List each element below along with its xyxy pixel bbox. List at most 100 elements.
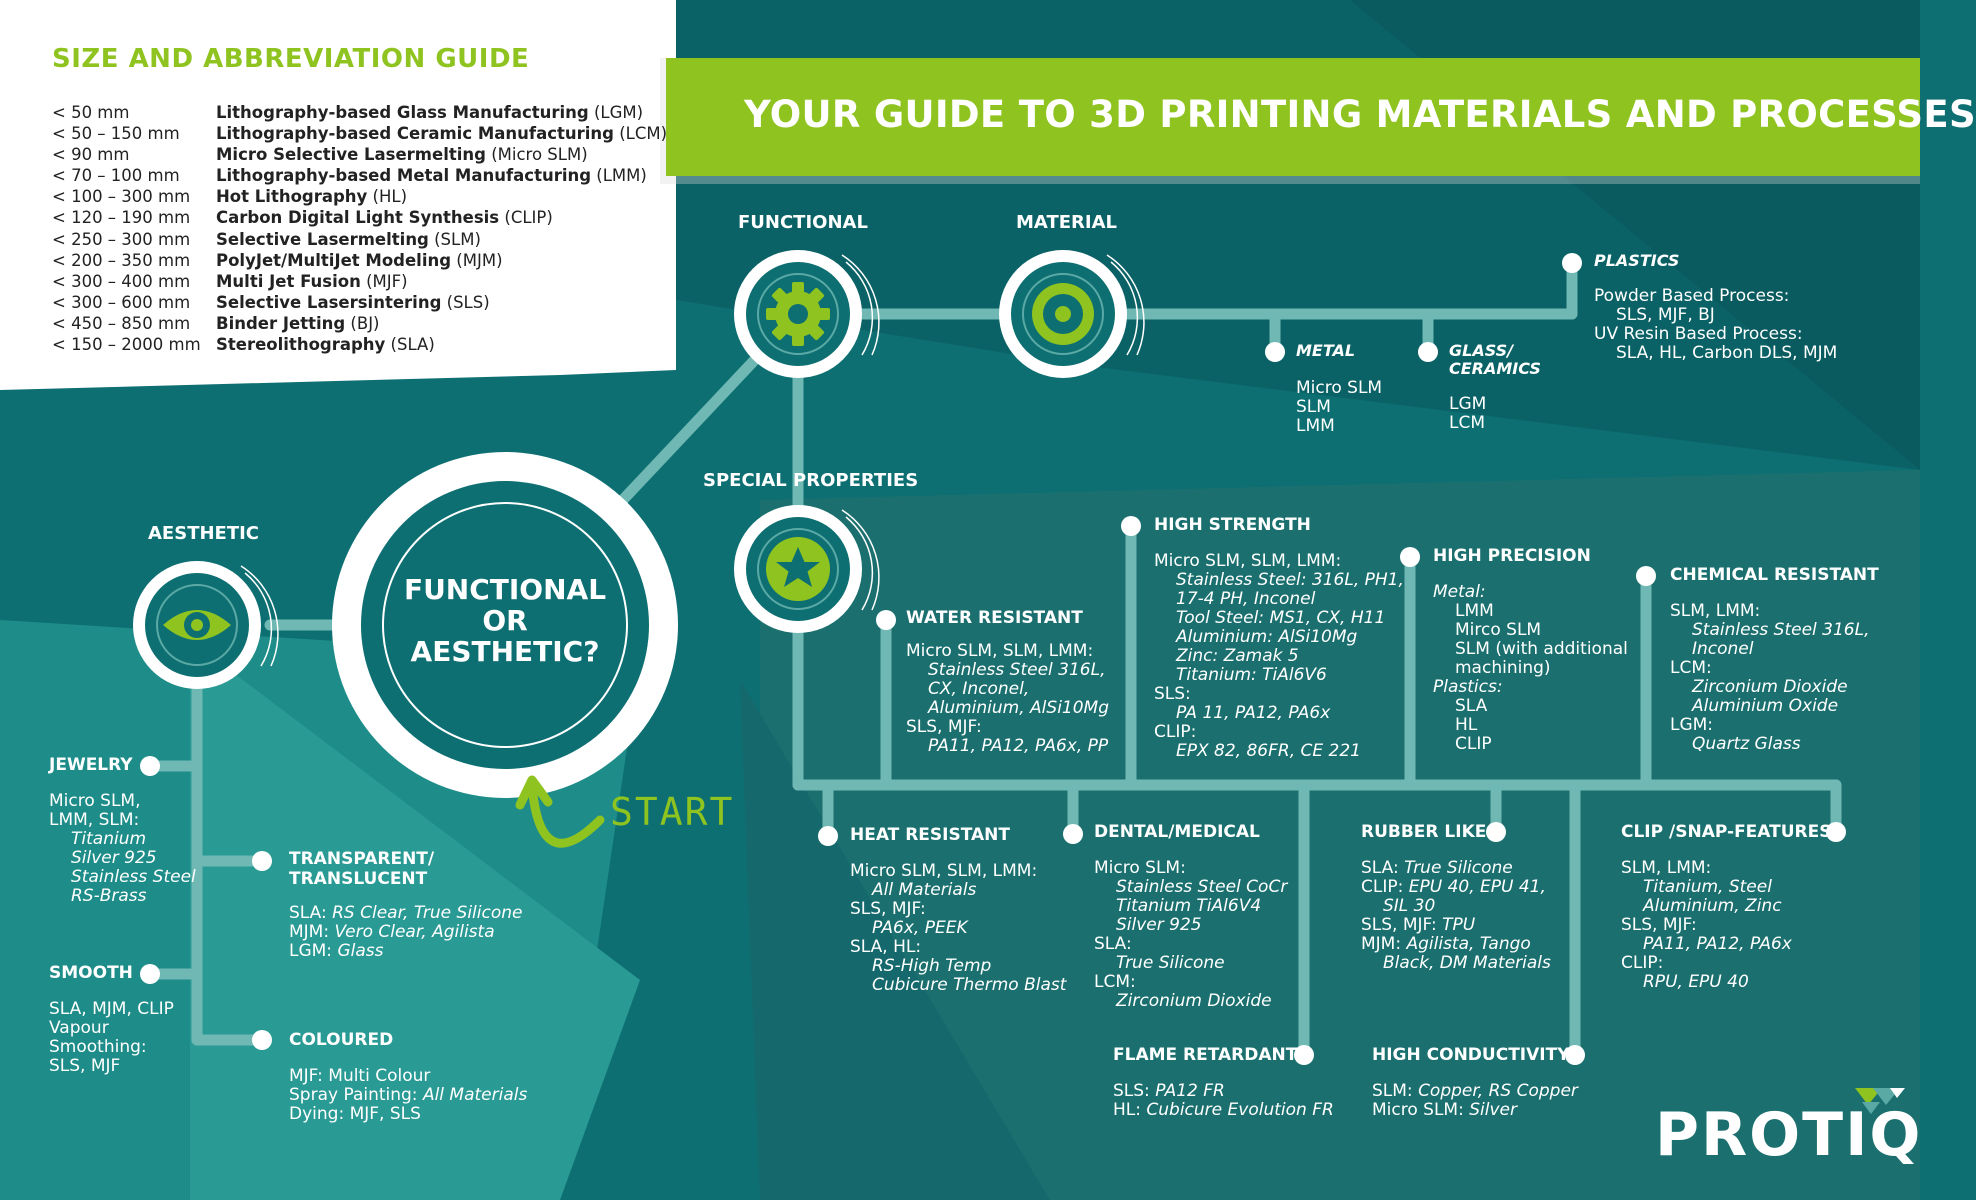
label-material: MATERIAL [1016,212,1117,233]
strength-line: Stainless Steel: 316L, PH1, [1176,570,1404,590]
logo-mark-icon [1855,1088,1905,1114]
jewelry-block: JEWELRY Micro SLM, LMM, SLM: Titanium Si… [49,755,196,906]
node-plastics [1562,253,1582,273]
clip-head: CLIP /SNAP-FEATURES [1621,822,1832,842]
dental-line: Titanium TiAl6V4 [1116,896,1262,916]
rubber-process: SLS, MJF: [1361,915,1443,935]
plastics-line: SLA, HL, Carbon DLS, MJM [1616,343,1838,363]
glass-head-2: CERAMICS [1449,359,1541,378]
jewelry-line: LMM, SLM: [49,810,140,830]
guide-row: < 300 – 600 mm Selective Lasersintering (… [52,292,667,313]
guide-abbreviation: (CLIP) [499,208,553,228]
strength-line: 17-4 PH, Inconel [1176,589,1316,609]
jewelry-line: Stainless Steel [71,867,196,887]
guide-process-name: Binder Jetting [216,313,346,333]
precision-line: Mirco SLM [1455,620,1542,640]
dental-head: DENTAL/MEDICAL [1094,822,1260,842]
guide-size: < 300 – 400 mm [52,271,191,291]
smooth-line: SLS, MJF [49,1056,121,1076]
guide-size: < 300 – 600 mm [52,292,191,312]
chemical-line: Aluminium Oxide [1692,696,1839,716]
water-line: Stainless Steel 316L, [928,660,1106,680]
dental-line: Zirconium Dioxide [1116,991,1272,1011]
water-line: CX, Inconel, [928,679,1030,699]
guide-abbreviation: (HL) [367,187,408,207]
node-water [876,610,896,630]
plastics-line: UV Resin Based Process: [1594,324,1803,344]
start-arrow-icon [515,775,605,848]
guide-size: < 120 – 190 mm [52,208,191,228]
transparent-process: SLA: [289,903,333,923]
guide-abbreviation: (SLS) [441,292,490,312]
guide-abbreviation: (SLA) [385,335,435,355]
label-functional: FUNCTIONAL [738,212,868,233]
plastics-head: PLASTICS [1594,251,1680,270]
rubber-material: Agilista, Tango [1406,934,1531,954]
strength-head: HIGH STRENGTH [1154,515,1311,535]
glass-block: GLASS/ CERAMICS LGM LCM [1449,342,1541,433]
guide-size: < 450 – 850 mm [52,313,191,333]
node-coloured [252,1030,272,1050]
rubber-process: SLA: [1361,858,1405,878]
guide-size: < 90 mm [52,145,130,165]
clip-line: PA11, PA12, PA6x [1643,934,1792,954]
guide-abbreviation: (BJ) [345,313,380,333]
heat-line: Cubicure Thermo Blast [872,975,1067,995]
heat-block: HEAT RESISTANT Micro SLM, SLM, LMM: All … [850,825,1066,995]
heat-line: SLS, MJF: [850,899,926,919]
guide-size: < 50 – 150 mm [52,124,180,144]
guide-abbreviation: (SLM) [428,229,481,249]
transparent-block: TRANSPARENT/ TRANSLUCENT SLA: RS Clear, … [289,849,522,961]
conductivity-process: SLM: [1372,1081,1419,1101]
chemical-line: Zirconium Dioxide [1692,677,1848,697]
center-circle [332,452,678,798]
chemical-line: Inconel [1692,639,1754,659]
flame-process: HL: [1113,1100,1147,1120]
flame-material: Cubicure Evolution FR [1146,1100,1334,1120]
node-heat [818,826,838,846]
smooth-head: SMOOTH [49,963,133,983]
guide-process-name: Selective Lasersintering [216,292,442,312]
coloured-block: COLOURED MJF: Multi Colour Spray Paintin… [289,1030,527,1124]
guide-process-name: PolyJet/MultiJet Modeling [216,250,452,270]
guide-process-name: Lithography-based Ceramic Manufacturing [216,124,614,144]
label-aesthetic: AESTHETIC [148,523,260,544]
dental-line: True Silicone [1116,953,1225,973]
center-line-1: FUNCTIONAL [403,573,607,606]
water-block: WATER RESISTANT Micro SLM, SLM, LMM: Sta… [906,608,1109,756]
heat-head: HEAT RESISTANT [850,825,1010,845]
rubber-process: CLIP: [1361,877,1409,897]
jewelry-line: RS-Brass [71,886,147,906]
clip-line: Titanium, Steel [1643,877,1772,897]
protiq-logo: PROTIQ [1655,1100,1923,1170]
heat-line: Micro SLM, SLM, LMM: [850,861,1038,881]
metal-line: LMM [1296,416,1335,436]
gear-icon [766,282,830,346]
start-label: START [610,790,735,834]
plastics-block: PLASTICS Powder Based Process: SLS, MJF,… [1594,252,1837,363]
conductivity-process: Micro SLM: [1372,1100,1470,1120]
dental-line: LCM: [1094,972,1136,992]
rubber-block: RUBBER LIKE SLA: True Silicone CLIP: EPU… [1361,822,1551,973]
guide-process-name: Stereolithography [216,335,386,355]
flame-process: SLS: [1113,1081,1156,1101]
chemical-line: LGM: [1670,715,1714,735]
rubber-material: True Silicone [1404,858,1513,878]
conductivity-material: Silver [1469,1100,1517,1120]
chemical-line: Stainless Steel 316L, [1692,620,1870,640]
page-title: YOUR GUIDE TO 3D PRINTING MATERIALS AND … [744,93,1976,136]
clip-line: CLIP: [1621,953,1664,973]
guide-row: < 450 – 850 mm Binder Jetting (BJ) [52,313,667,334]
node-dental [1063,824,1083,844]
water-line: SLS, MJF: [906,717,982,737]
strength-line: PA 11, PA12, PA6x [1176,703,1331,723]
chemical-line: SLM, LMM: [1670,601,1761,621]
rubber-material: TPU [1442,915,1476,935]
transparent-material: Glass [337,941,384,961]
precision-line: SLM (with additional [1455,639,1628,659]
transparent-material: Vero Clear, Agilista [334,922,495,942]
metal-head: METAL [1296,341,1356,360]
